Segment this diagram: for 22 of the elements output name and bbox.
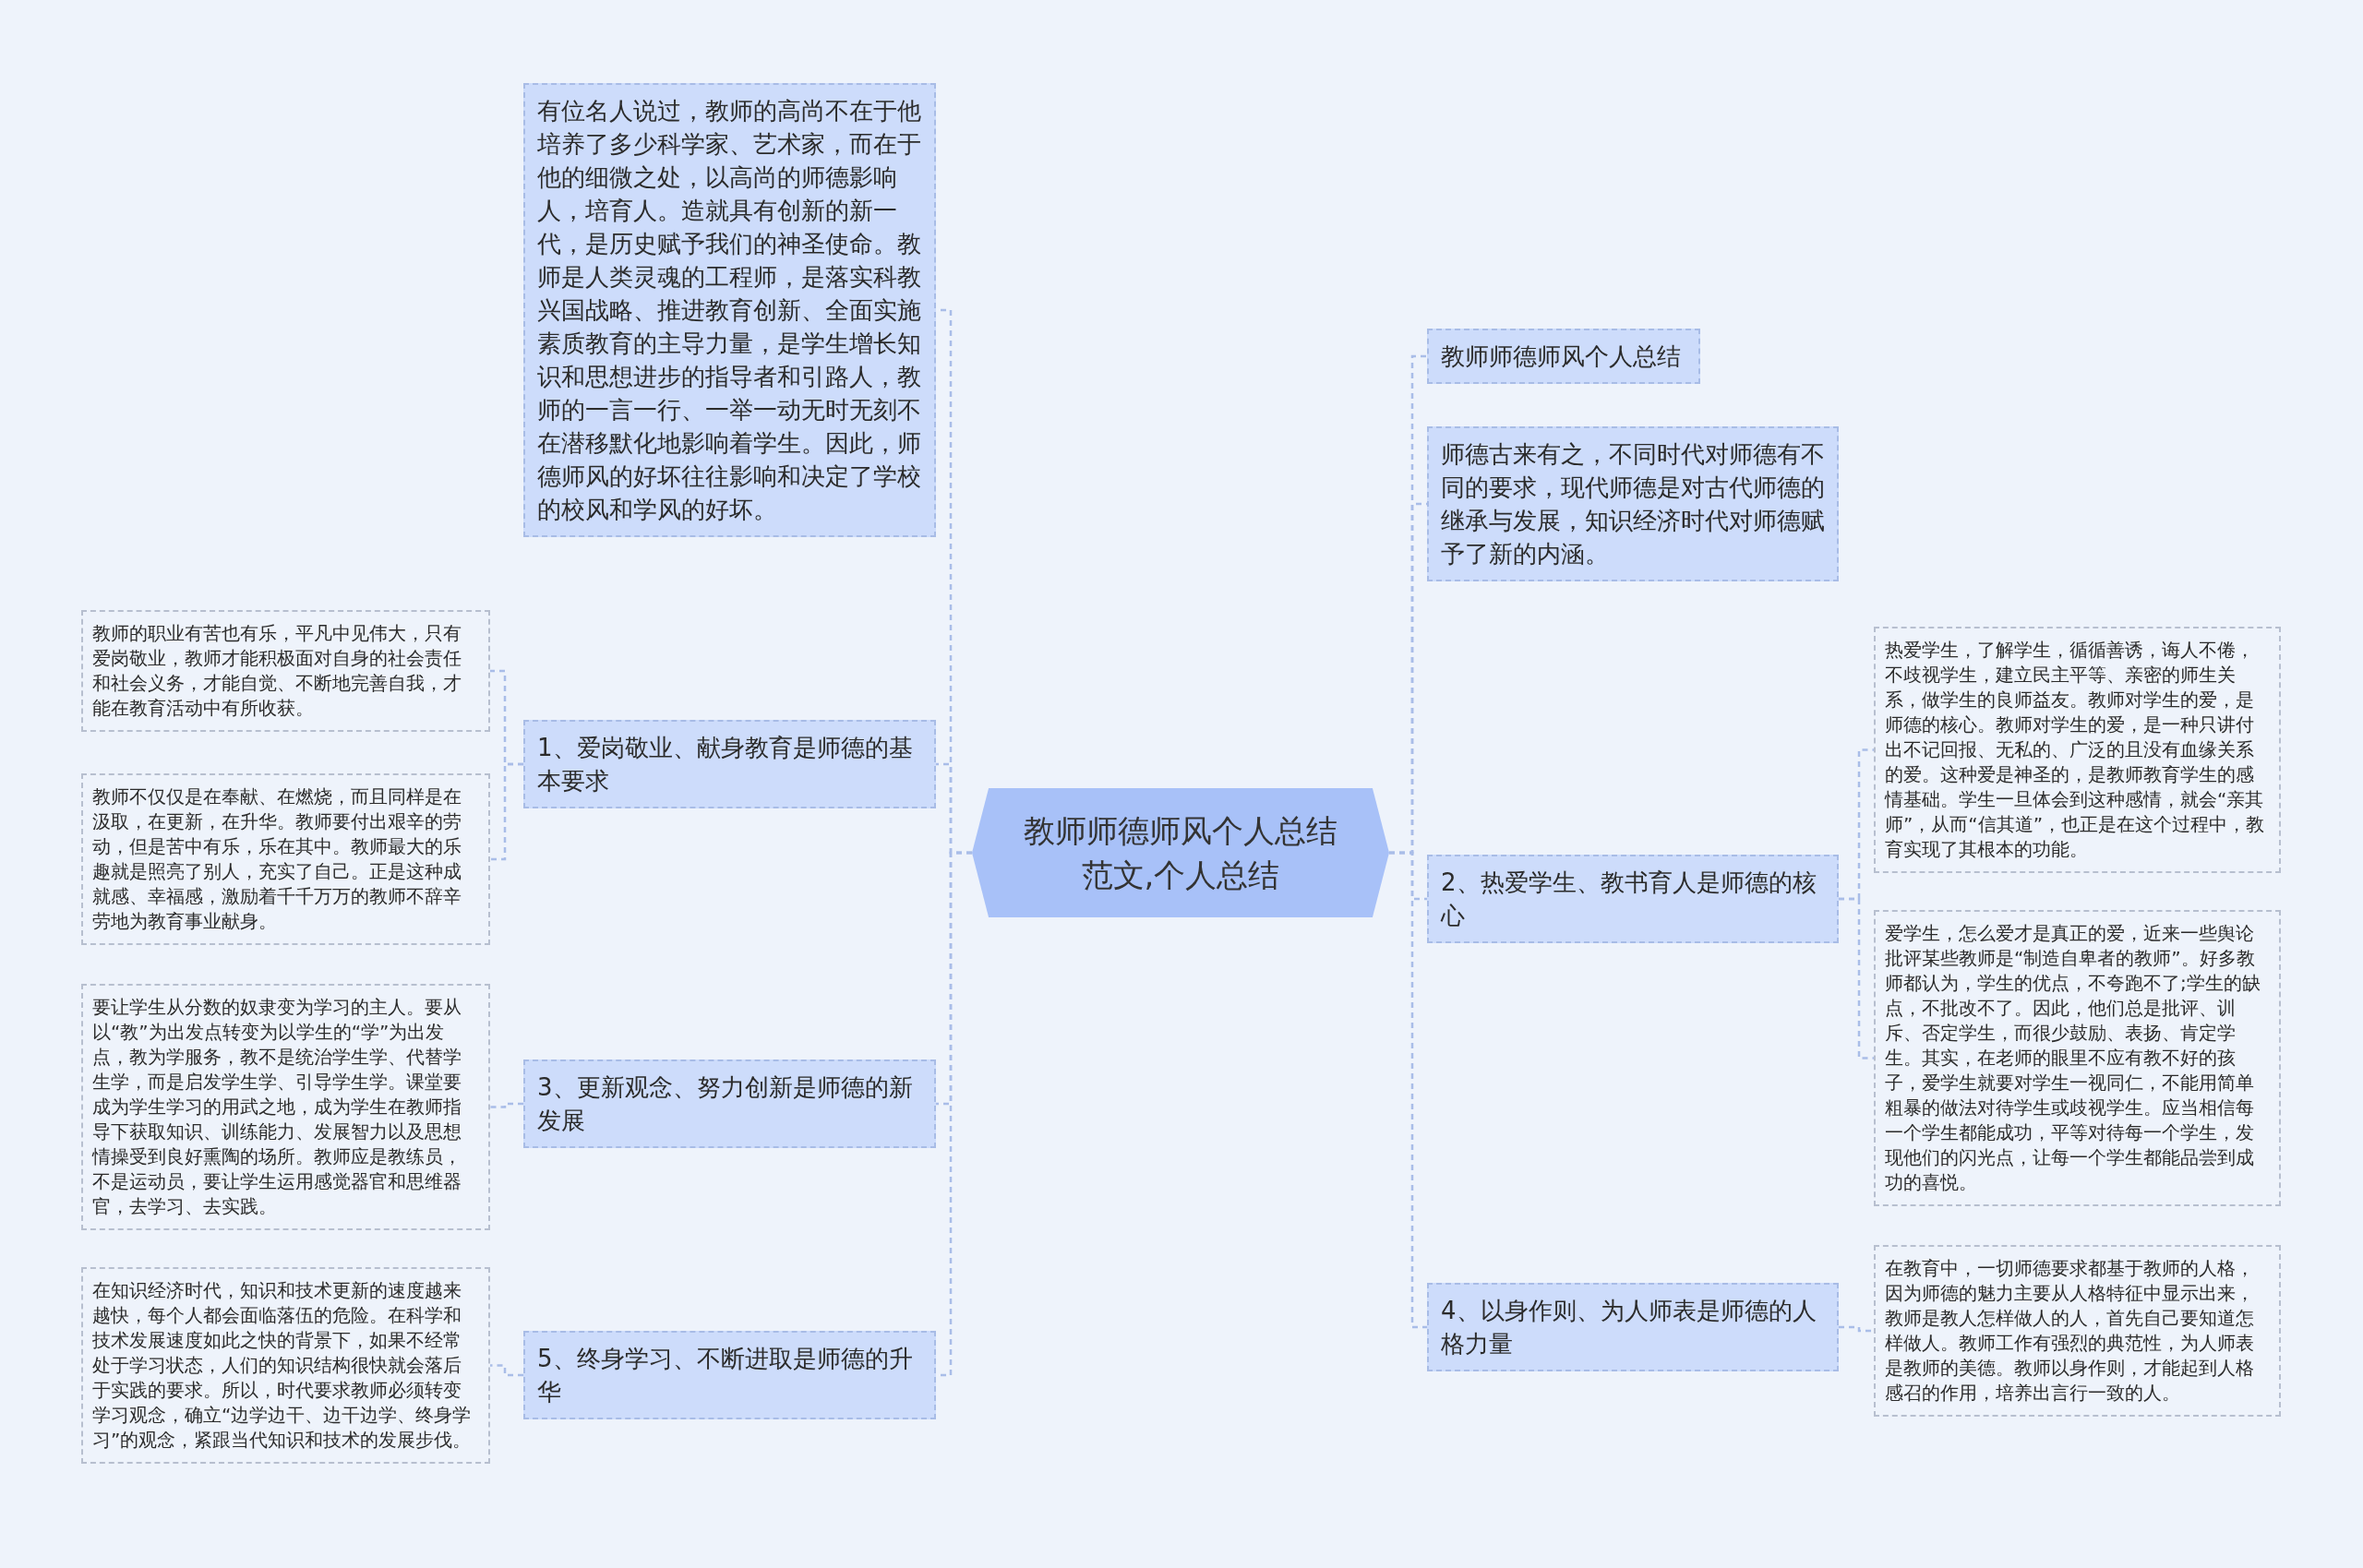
topic-box: 教师师德师风个人总结 [1427, 329, 1700, 384]
topic-box: 有位名人说过，教师的高尚不在于他培养了多少科学家、艺术家，而在于他的细微之处，以高尚的师德影响人，培育人。造就具有创新的新一代，是历史赋予我们的神圣使命。教师是人类灵魂的工程师，是落实科教兴国战略、推进教育创新、全面实施素质教育的主导力量，是学生增长知识和思想进步的指导者和引路人，教师的一言一行、一举一动无时无刻不在潜移默化地影响着学生。因此，师德师风的好坏往往影响和决定了学校的校风和学风的好坏。 [523, 83, 936, 537]
connector-line [490, 762, 523, 861]
topic-box: 2、热爱学生、教书育人是师德的核心 [1427, 855, 1839, 943]
topic-box: 4、以身作则、为人师表是师德的人格力量 [1427, 1283, 1839, 1371]
connector-line [1839, 1325, 1874, 1333]
connector-line [490, 1364, 523, 1377]
topic-box: 5、终身学习、不断进取是师德的升华 [523, 1331, 936, 1419]
note-box: 教师不仅仅是在奉献、在燃烧，而且同样是在汲取，在更新，在升华。教师要付出艰辛的劳动，但是苦中有乐，乐在其中。教师最大的乐趣就是照亮了别人，充实了自己。正是这种成就感、幸福感，激励着千千万万的教师不辞辛劳地为教育事业献身。 [81, 773, 490, 945]
topic-box: 3、更新观念、努力创新是师德的新发展 [523, 1059, 936, 1148]
note-box: 在知识经济时代，知识和技术更新的速度越来越快，每个人都会面临落伍的危险。在科学和技术发展速度如此之快的背景下，如果不经常处于学习状态，人们的知识结构很快就会落后于实践的要求。所以，时代要求教师必须转变学习观念，确立“边学边干、边干边学、终身学习”的观念，紧跟当代知识和技术的发展步伐。 [81, 1267, 490, 1464]
connector-line [490, 1102, 523, 1108]
connector-line [1839, 897, 1874, 1059]
note-box: 热爱学生，了解学生，循循善诱，诲人不倦，不歧视学生，建立民主平等、亲密的师生关系，做学生的良师益友。教师对学生的爱，是师德的核心。教师对学生的爱，是一种只讲付出不记回报、无私的、广泛的且没有血缘关系的爱。这种爱是神圣的，是教师教育学生的感情基础。学生一旦体会到这种感情，就会“亲其师”，从而“信其道”，也正是在这个过程中，教育实现了其根本的功能。 [1874, 627, 2281, 873]
connector-line [1389, 851, 1427, 1329]
topic-box: 师德古来有之，不同时代对师德有不同的要求，现代师德是对古代师德的继承与发展，知识经济时代对师德赋予了新的内涵。 [1427, 426, 1839, 581]
central-topic: 教师师德师风个人总结范文,个人总结 [972, 788, 1389, 917]
topic-box: 1、爱岗敬业、献身教育是师德的基本要求 [523, 720, 936, 808]
note-box: 爱学生，怎么爱才是真正的爱，近来一些舆论批评某些教师是“制造自卑者的教师”。好多教师都认为，学生的优点，不夸跑不了;学生的缺点，不批改不了。因此，他们总是批评、训斥、否定学生，而很少鼓励、表扬、肯定学生。其实，在老师的眼里不应有教不好的孩子，爱学生就要对学生一视同仁，不能用简单粗暴的做法对待学生或歧视学生。应当相信每一个学生都能成功，平等对待每一个学生，发现他们的闪光点，让每一个学生都能品尝到成功的喜悦。 [1874, 910, 2281, 1206]
note-box: 教师的职业有苦也有乐，平凡中见伟大，只有爱岗敬业，教师才能积极面对自身的社会责任和社会义务，才能自觉、不断地完善自我，才能在教育活动中有所收获。 [81, 610, 490, 732]
note-box: 要让学生从分数的奴隶变为学习的主人。要从以“教”为出发点转变为以学生的“学”为出发点，教为学服务，教不是统治学生学、代替学生学，而是启发学生学、引导学生学。课堂要成为学生学习的用武之地，成为学生在教师指导下获取知识、训练能力、发展智力以及思想情操受到良好熏陶的场所。教师应是教练员，不是运动员，要让学生运用感觉器官和思维器官，去学习、去实践。 [81, 984, 490, 1230]
note-box: 在教育中，一切师德要求都基于教师的人格，因为师德的魅力主要从人格特征中显示出来，教师是教人怎样做人的人，首先自己要知道怎样做人。教师工作有强烈的典范性，为人师表是教师的美德。教师以身作则，才能起到人格感召的作用，培养出言行一致的人。 [1874, 1245, 2281, 1417]
